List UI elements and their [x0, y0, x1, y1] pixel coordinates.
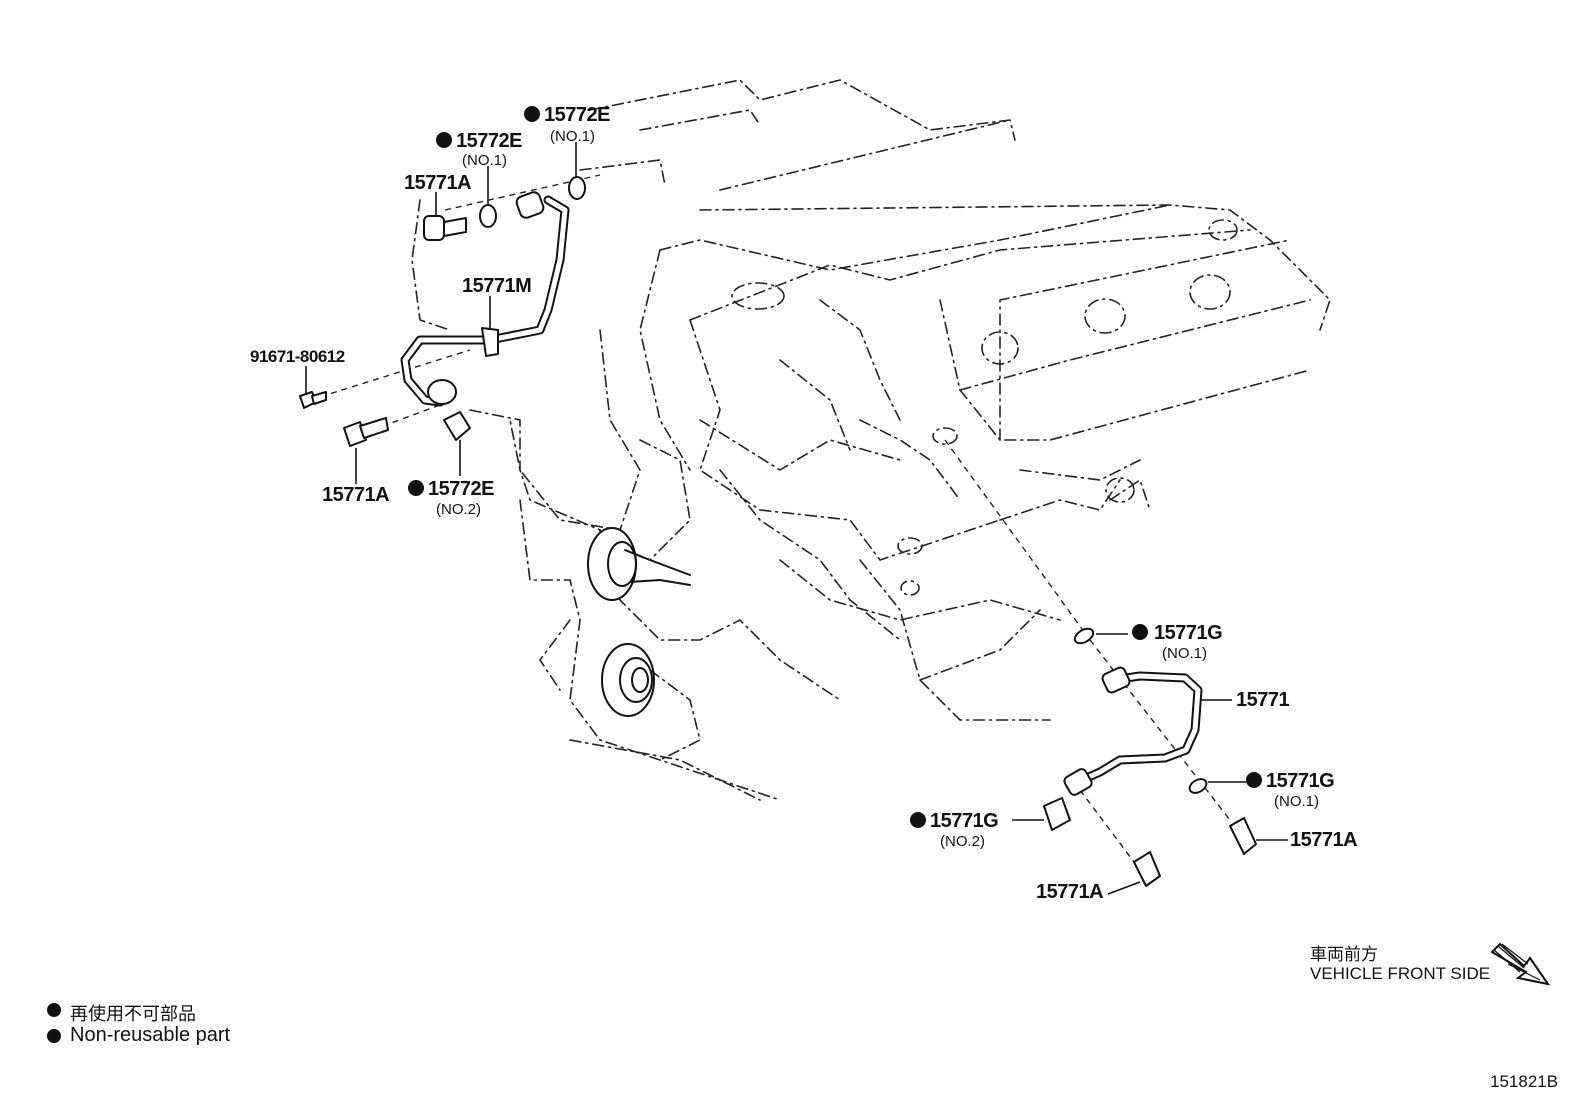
part-number: 15771G	[1154, 622, 1222, 644]
legend-label-en: Non-reusable part	[70, 1024, 231, 1046]
part-variant: (NO.1)	[550, 128, 595, 145]
part-number: 15771	[1236, 689, 1289, 711]
legend-label-jp: 再使用不可部品	[70, 1004, 196, 1024]
part-variant: (NO.2)	[940, 833, 985, 850]
callout-15771M: 15771M	[462, 275, 532, 297]
legend-bullet-icon	[47, 1029, 61, 1043]
part-variant: (NO.1)	[1274, 793, 1319, 810]
direction-label-jp: 車両前方	[1310, 945, 1378, 964]
part-number: 15772E	[428, 478, 494, 500]
callout-15771G-no2: 15771G (NO.2)	[910, 810, 999, 850]
direction-label-en: VEHICLE FRONT SIDE	[1310, 964, 1491, 983]
part-number: 15771A	[322, 484, 389, 506]
callout-15772E-no2: 15772E (NO.2)	[408, 478, 495, 518]
part-number: 15772E	[544, 104, 610, 126]
callout-15771G-no1-upper: 15771G (NO.1)	[1132, 622, 1223, 662]
part-variant: (NO.1)	[462, 152, 507, 169]
vehicle-front-arrow-icon	[1490, 942, 1551, 986]
part-variant: (NO.1)	[1162, 645, 1207, 662]
part-number: 15771A	[404, 172, 471, 194]
callout-15771A-upper: 15771A	[404, 172, 472, 194]
part-number: 15771A	[1290, 829, 1357, 851]
leader-lines	[305, 142, 1288, 895]
lower-oil-pipe-assembly	[944, 439, 1257, 887]
part-number: 15772E	[456, 130, 522, 152]
part-number: 15771G	[1266, 770, 1334, 792]
callout-15771G-no1-lower: 15771G (NO.1)	[1246, 770, 1335, 810]
callout-15771A-left: 15771A	[322, 484, 390, 506]
part-number: 15771M	[462, 275, 531, 297]
part-number: 15771A	[1036, 881, 1103, 903]
callout-15771A-bottom: 15771A	[1036, 881, 1104, 903]
callout-91671-80612: 91671-80612	[250, 347, 345, 366]
callout-15771: 15771	[1236, 689, 1290, 711]
legend-bullet-icon	[47, 1003, 61, 1017]
callout-15771A-right: 15771A	[1290, 829, 1358, 851]
callout-15772E-top: 15772E (NO.1)	[524, 104, 611, 145]
part-number: 91671-80612	[250, 347, 345, 366]
part-number: 15771G	[930, 810, 998, 832]
engine-outline	[411, 79, 1331, 801]
figure-id: 151821B	[1490, 1072, 1559, 1091]
part-variant: (NO.2)	[436, 501, 481, 518]
upper-oil-pipe-assembly	[299, 174, 601, 447]
callout-15772E-mid: 15772E (NO.1)	[436, 130, 523, 169]
